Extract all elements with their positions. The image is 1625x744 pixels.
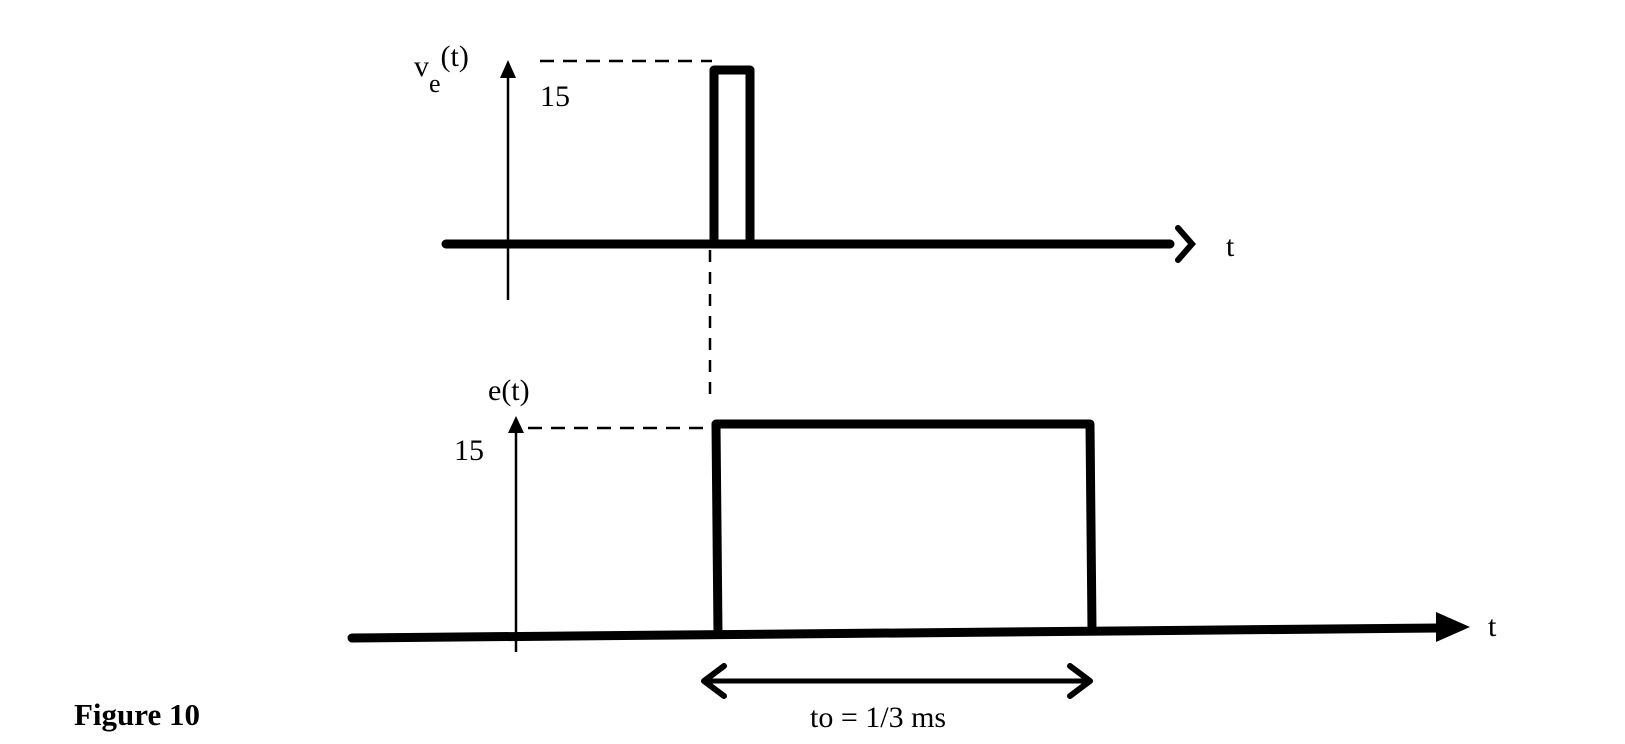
- top-x-label: t: [1226, 230, 1235, 263]
- top-y-label: ve(t): [414, 40, 469, 98]
- bottom-y-label: e(t): [488, 374, 530, 407]
- top-y-label-arg: (t): [441, 40, 469, 73]
- duration-arrow-right-head: [1067, 663, 1093, 699]
- top-level-label: 15: [540, 80, 570, 113]
- top-y-label-main: v: [414, 50, 429, 83]
- duration-label: to = 1/3 ms: [810, 701, 946, 734]
- bottom-plot: e(t) 15 t to = 1/3 ms: [347, 374, 1497, 734]
- bottom-time-axis: [347, 623, 1445, 643]
- top-plot: ve(t) 15 t: [414, 40, 1235, 300]
- top-y-axis-arrow: [500, 60, 516, 78]
- bottom-pulse: [711, 419, 1097, 639]
- top-pulse: [709, 65, 755, 249]
- top-time-axis-arrow: [1175, 225, 1196, 263]
- bottom-time-axis-arrow: [1436, 612, 1470, 642]
- bottom-level-label: 15: [454, 434, 484, 467]
- bottom-x-label: t: [1488, 610, 1497, 643]
- figure-caption: Figure 10: [74, 697, 200, 732]
- bottom-y-axis-arrow: [508, 416, 524, 433]
- duration-arrow-left-head: [701, 663, 727, 699]
- top-y-label-sub: e: [429, 69, 441, 98]
